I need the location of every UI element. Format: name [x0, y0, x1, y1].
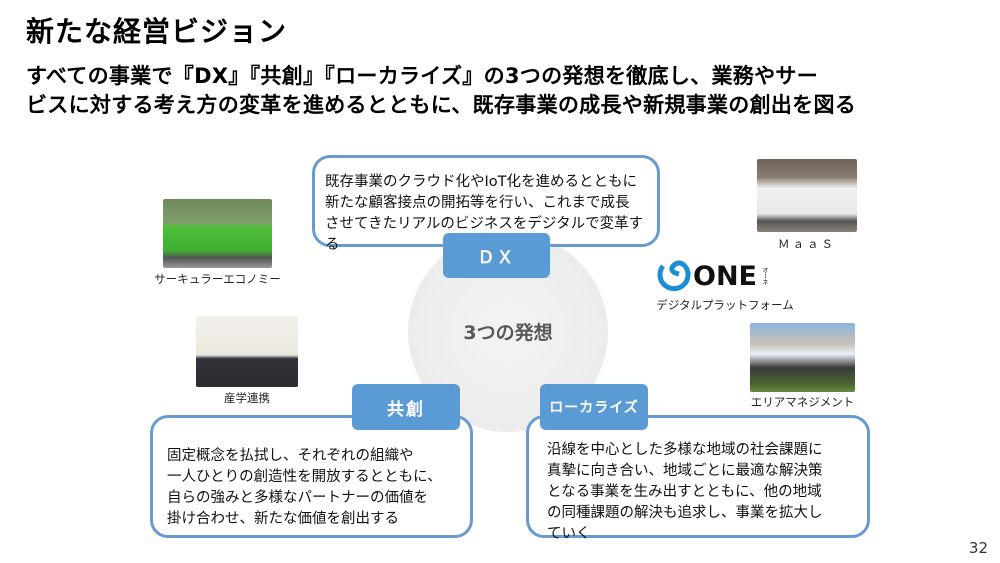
localize-label: ローカライズ: [540, 384, 648, 430]
caption-digital-platform: デジタルプラットフォーム: [656, 298, 794, 312]
one-logo: ONE オーネ: [655, 258, 795, 294]
center-label: 3つの発想: [463, 322, 553, 344]
caption-maas: ＭａａＳ: [778, 237, 836, 251]
caption-industry-academia: 産学連携: [224, 391, 270, 405]
caption-circular-economy: サーキュラーエコノミー: [154, 272, 281, 286]
kyoso-label: 共創: [352, 384, 460, 430]
dx-label: ＤＸ: [443, 233, 550, 278]
garbage-truck-photo: [163, 199, 272, 268]
kyoso-description-box: 固定概念を払拭し、それぞれの組織や 一人ひとりの創造性を開放するとともに、 自ら…: [150, 415, 473, 538]
one-logo-text: ONE: [693, 260, 757, 292]
one-logo-kana: オーネ: [761, 267, 768, 285]
page-title: 新たな経営ビジョン: [26, 15, 288, 48]
maas-vehicle-photo: [757, 159, 857, 232]
area-management-photo: [750, 323, 855, 392]
subtitle-line-2: ビスに対する考え方の変革を進めるとともに、既存事業の成長や新規事業の創出を図る: [26, 93, 857, 117]
caption-area-management: エリアマネジメント: [750, 395, 855, 409]
subtitle-line-1: すべての事業で『DX』『共創』『ローカライズ』の3つの発想を徹底し、業務やサー: [26, 64, 818, 88]
page-number: 32: [968, 539, 988, 557]
localize-description-box: 沿線を中心とした多様な地域の社会課題に 真摯に向き合い、地域ごとに最適な解決策 …: [526, 415, 870, 542]
one-logo-mark-icon: [657, 260, 691, 292]
industry-academia-photo: [196, 316, 298, 387]
dx-description-box: 既存事業のクラウド化やIoT化を進めるとともに 新たな顧客接点の開拓等を行い、こ…: [312, 155, 660, 253]
